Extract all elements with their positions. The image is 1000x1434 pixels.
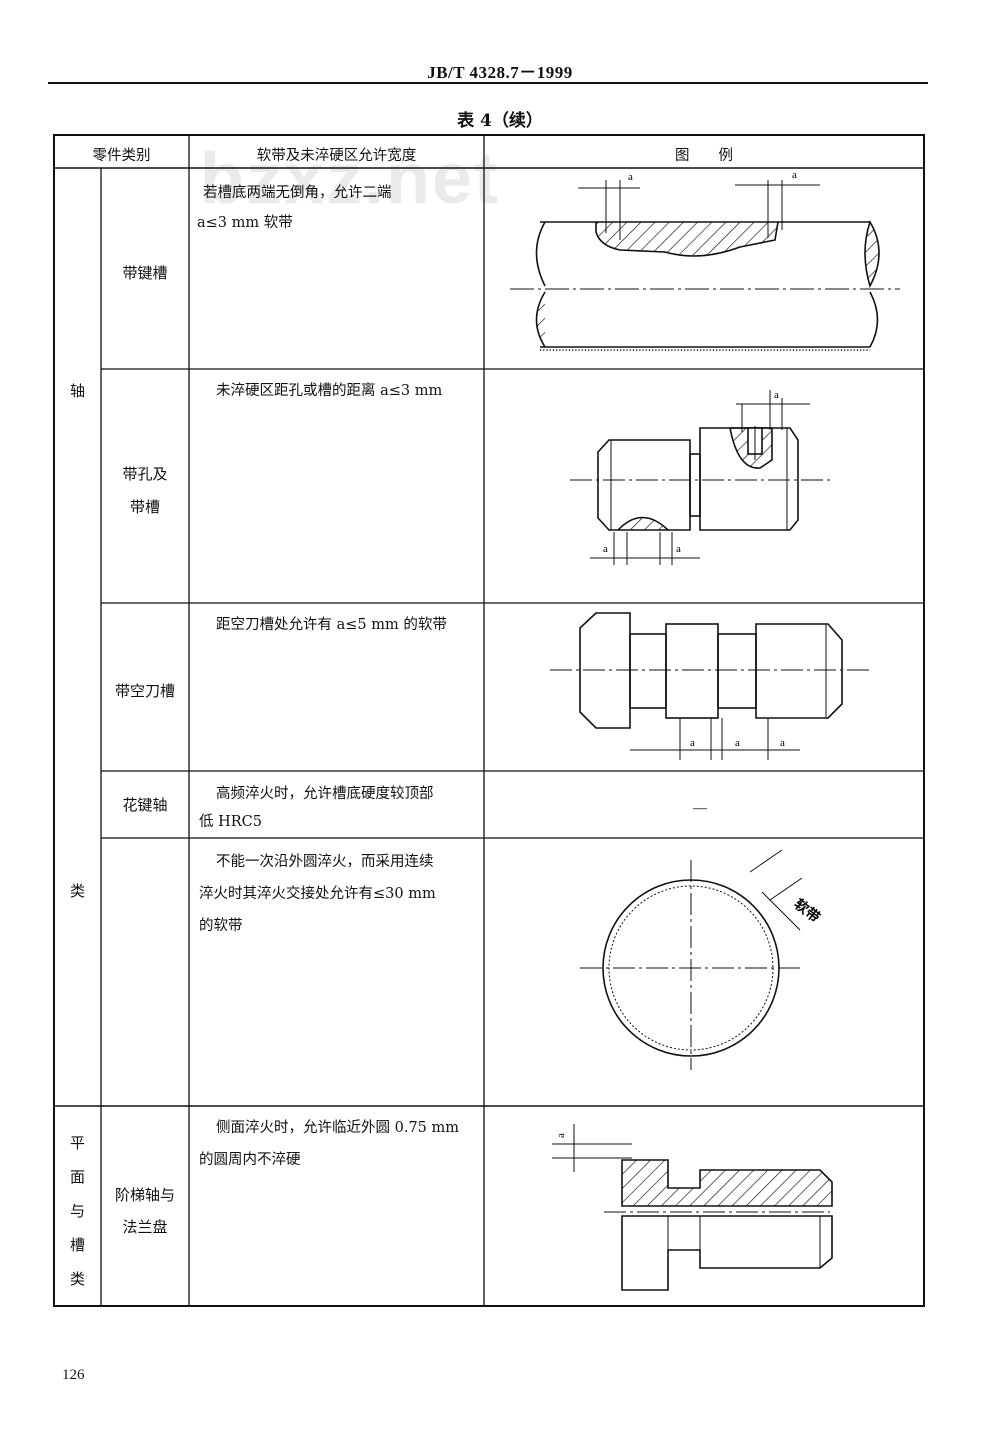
desc-keyway-line1: 若槽底两端无倒角，允许二端 [203, 185, 392, 201]
subcategory-hole-groove-1: 带孔及 [122, 465, 168, 483]
group-label-shaft-1: 轴 [69, 382, 85, 400]
dim-a-groove-right: a [676, 543, 681, 555]
subcategory-undercut: 带空刀槽 [114, 682, 175, 700]
subcategory-stepped-shaft-1: 阶梯轴与 [114, 1186, 175, 1204]
desc-stepped-line1: 侧面淬火时，允许临近外圆 0.75 mm [216, 1120, 460, 1136]
subcategory-keyway: 带键槽 [122, 264, 168, 282]
drawing-stepped-shaft-flange [552, 1124, 833, 1291]
watermark: bzxz.net [200, 139, 501, 219]
page-number: 126 [62, 1367, 85, 1383]
spline-legend-dash: — [692, 801, 708, 816]
column-header-width: 软带及未淬硬区允许宽度 [256, 148, 417, 164]
desc-continuous-line2: 淬火时其淬火交接处允许有≤30 mm [199, 886, 436, 902]
dim-a-hole: a [774, 389, 779, 401]
desc-hole-groove: 未淬硬区距孔或槽的距离 a≤3 mm [216, 383, 443, 399]
desc-continuous-line1: 不能一次沿外圆淬火，而采用连续 [216, 854, 434, 870]
group-label-flat-3: 与 [69, 1202, 85, 1220]
column-header-category: 零件类别 [92, 148, 151, 164]
drawing-undercut-shaft [550, 612, 870, 760]
group-label-flat-2: 面 [69, 1168, 85, 1186]
group-label-shaft-2: 类 [69, 882, 85, 900]
drawing-hole-groove-shaft [570, 390, 830, 565]
soft-band-label: 软带 [791, 896, 824, 927]
drawing-keyway-shaft [510, 180, 900, 351]
standard-code: JB/T 4328.7－1999 [427, 63, 573, 82]
desc-spline-line2: 低 HRC5 [199, 814, 262, 830]
desc-stepped-line2: 的圆周内不淬硬 [199, 1152, 301, 1168]
table-caption: 表 4（续） [457, 111, 543, 131]
desc-continuous-line3: 的软带 [199, 918, 243, 934]
header-rule [48, 82, 928, 84]
dim-a-keyway-right: a [792, 169, 797, 181]
dim-a-undercut-1: a [690, 737, 695, 749]
desc-keyway-line2: a≤3 mm 软带 [197, 215, 293, 231]
dim-a-keyway-left: a [628, 171, 633, 183]
dim-a-undercut-2: a [735, 737, 740, 749]
dim-a-undercut-3: a [780, 737, 785, 749]
group-label-flat-1: 平 [69, 1134, 85, 1152]
column-header-legend: 图 例 [675, 148, 733, 164]
dim-a-flange: a [555, 1133, 567, 1138]
subcategory-stepped-shaft-2: 法兰盘 [122, 1218, 168, 1236]
drawing-circle-soft-band [580, 849, 803, 1070]
desc-spline-line1: 高频淬火时，允许槽底硬度较顶部 [216, 786, 434, 802]
subcategory-hole-groove-2: 带槽 [129, 498, 160, 516]
dim-a-groove-left: a [603, 543, 608, 555]
group-label-flat-5: 类 [69, 1270, 85, 1288]
subcategory-spline-shaft: 花键轴 [122, 796, 168, 814]
desc-undercut: 距空刀槽处允许有 a≤5 mm 的软带 [216, 617, 447, 633]
group-label-flat-4: 槽 [69, 1236, 85, 1254]
